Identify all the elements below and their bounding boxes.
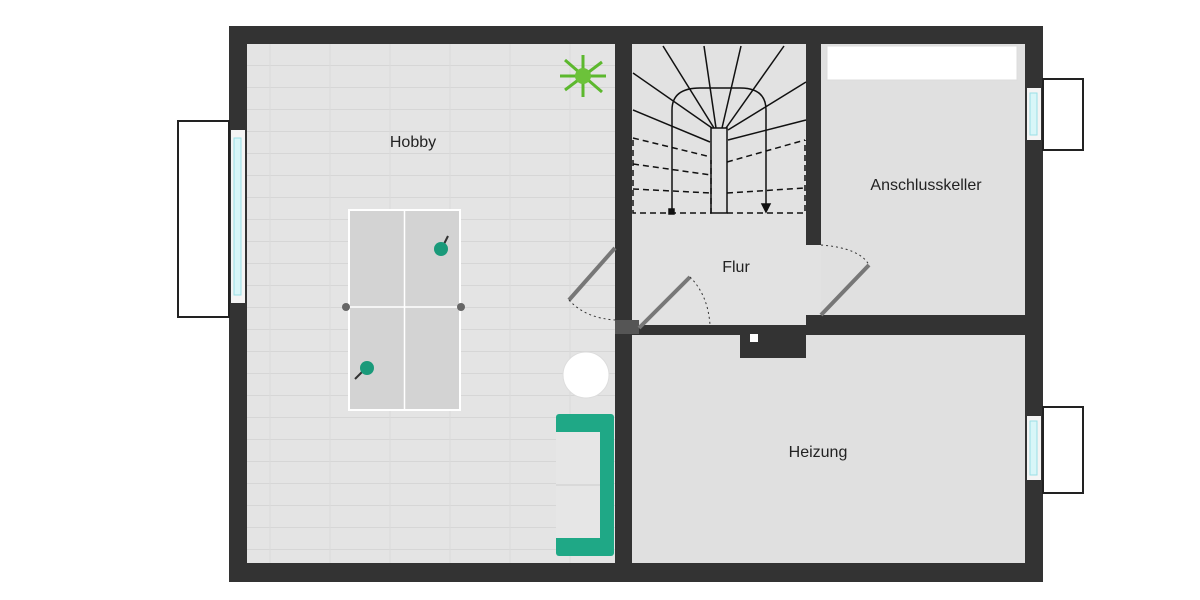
wall-hobby-lower — [615, 330, 632, 563]
window-left — [177, 120, 245, 318]
plant-icon — [560, 55, 606, 97]
window-right-upper — [1027, 78, 1084, 151]
wall-hobby-upper — [615, 44, 632, 248]
door-heizung[interactable] — [637, 275, 711, 330]
sofa — [556, 414, 614, 556]
shelf — [826, 45, 1018, 81]
door-hobby[interactable] — [567, 246, 617, 321]
wall-door-post — [615, 320, 639, 334]
window-right-lower — [1027, 406, 1084, 494]
room-label-heizung: Heizung — [789, 444, 848, 461]
room-label-anschlusskeller: Anschlusskeller — [870, 177, 982, 194]
wall-heizung-top — [806, 326, 1025, 335]
door-anschlusskeller[interactable] — [819, 244, 871, 317]
chimney — [740, 325, 806, 358]
round-table — [562, 351, 610, 399]
wall-keller-bottom — [806, 315, 1025, 326]
paddle-icon — [434, 235, 449, 256]
wall-stair-right — [806, 44, 821, 245]
heizung-floor — [632, 335, 1025, 563]
room-label-hobby: Hobby — [390, 134, 436, 151]
flur-lower-floor — [632, 245, 821, 325]
staircase — [632, 45, 807, 215]
chimney-flue — [750, 334, 758, 342]
paddle-icon — [354, 361, 374, 380]
ping-pong-table — [342, 209, 465, 411]
room-label-flur: Flur — [722, 259, 750, 276]
